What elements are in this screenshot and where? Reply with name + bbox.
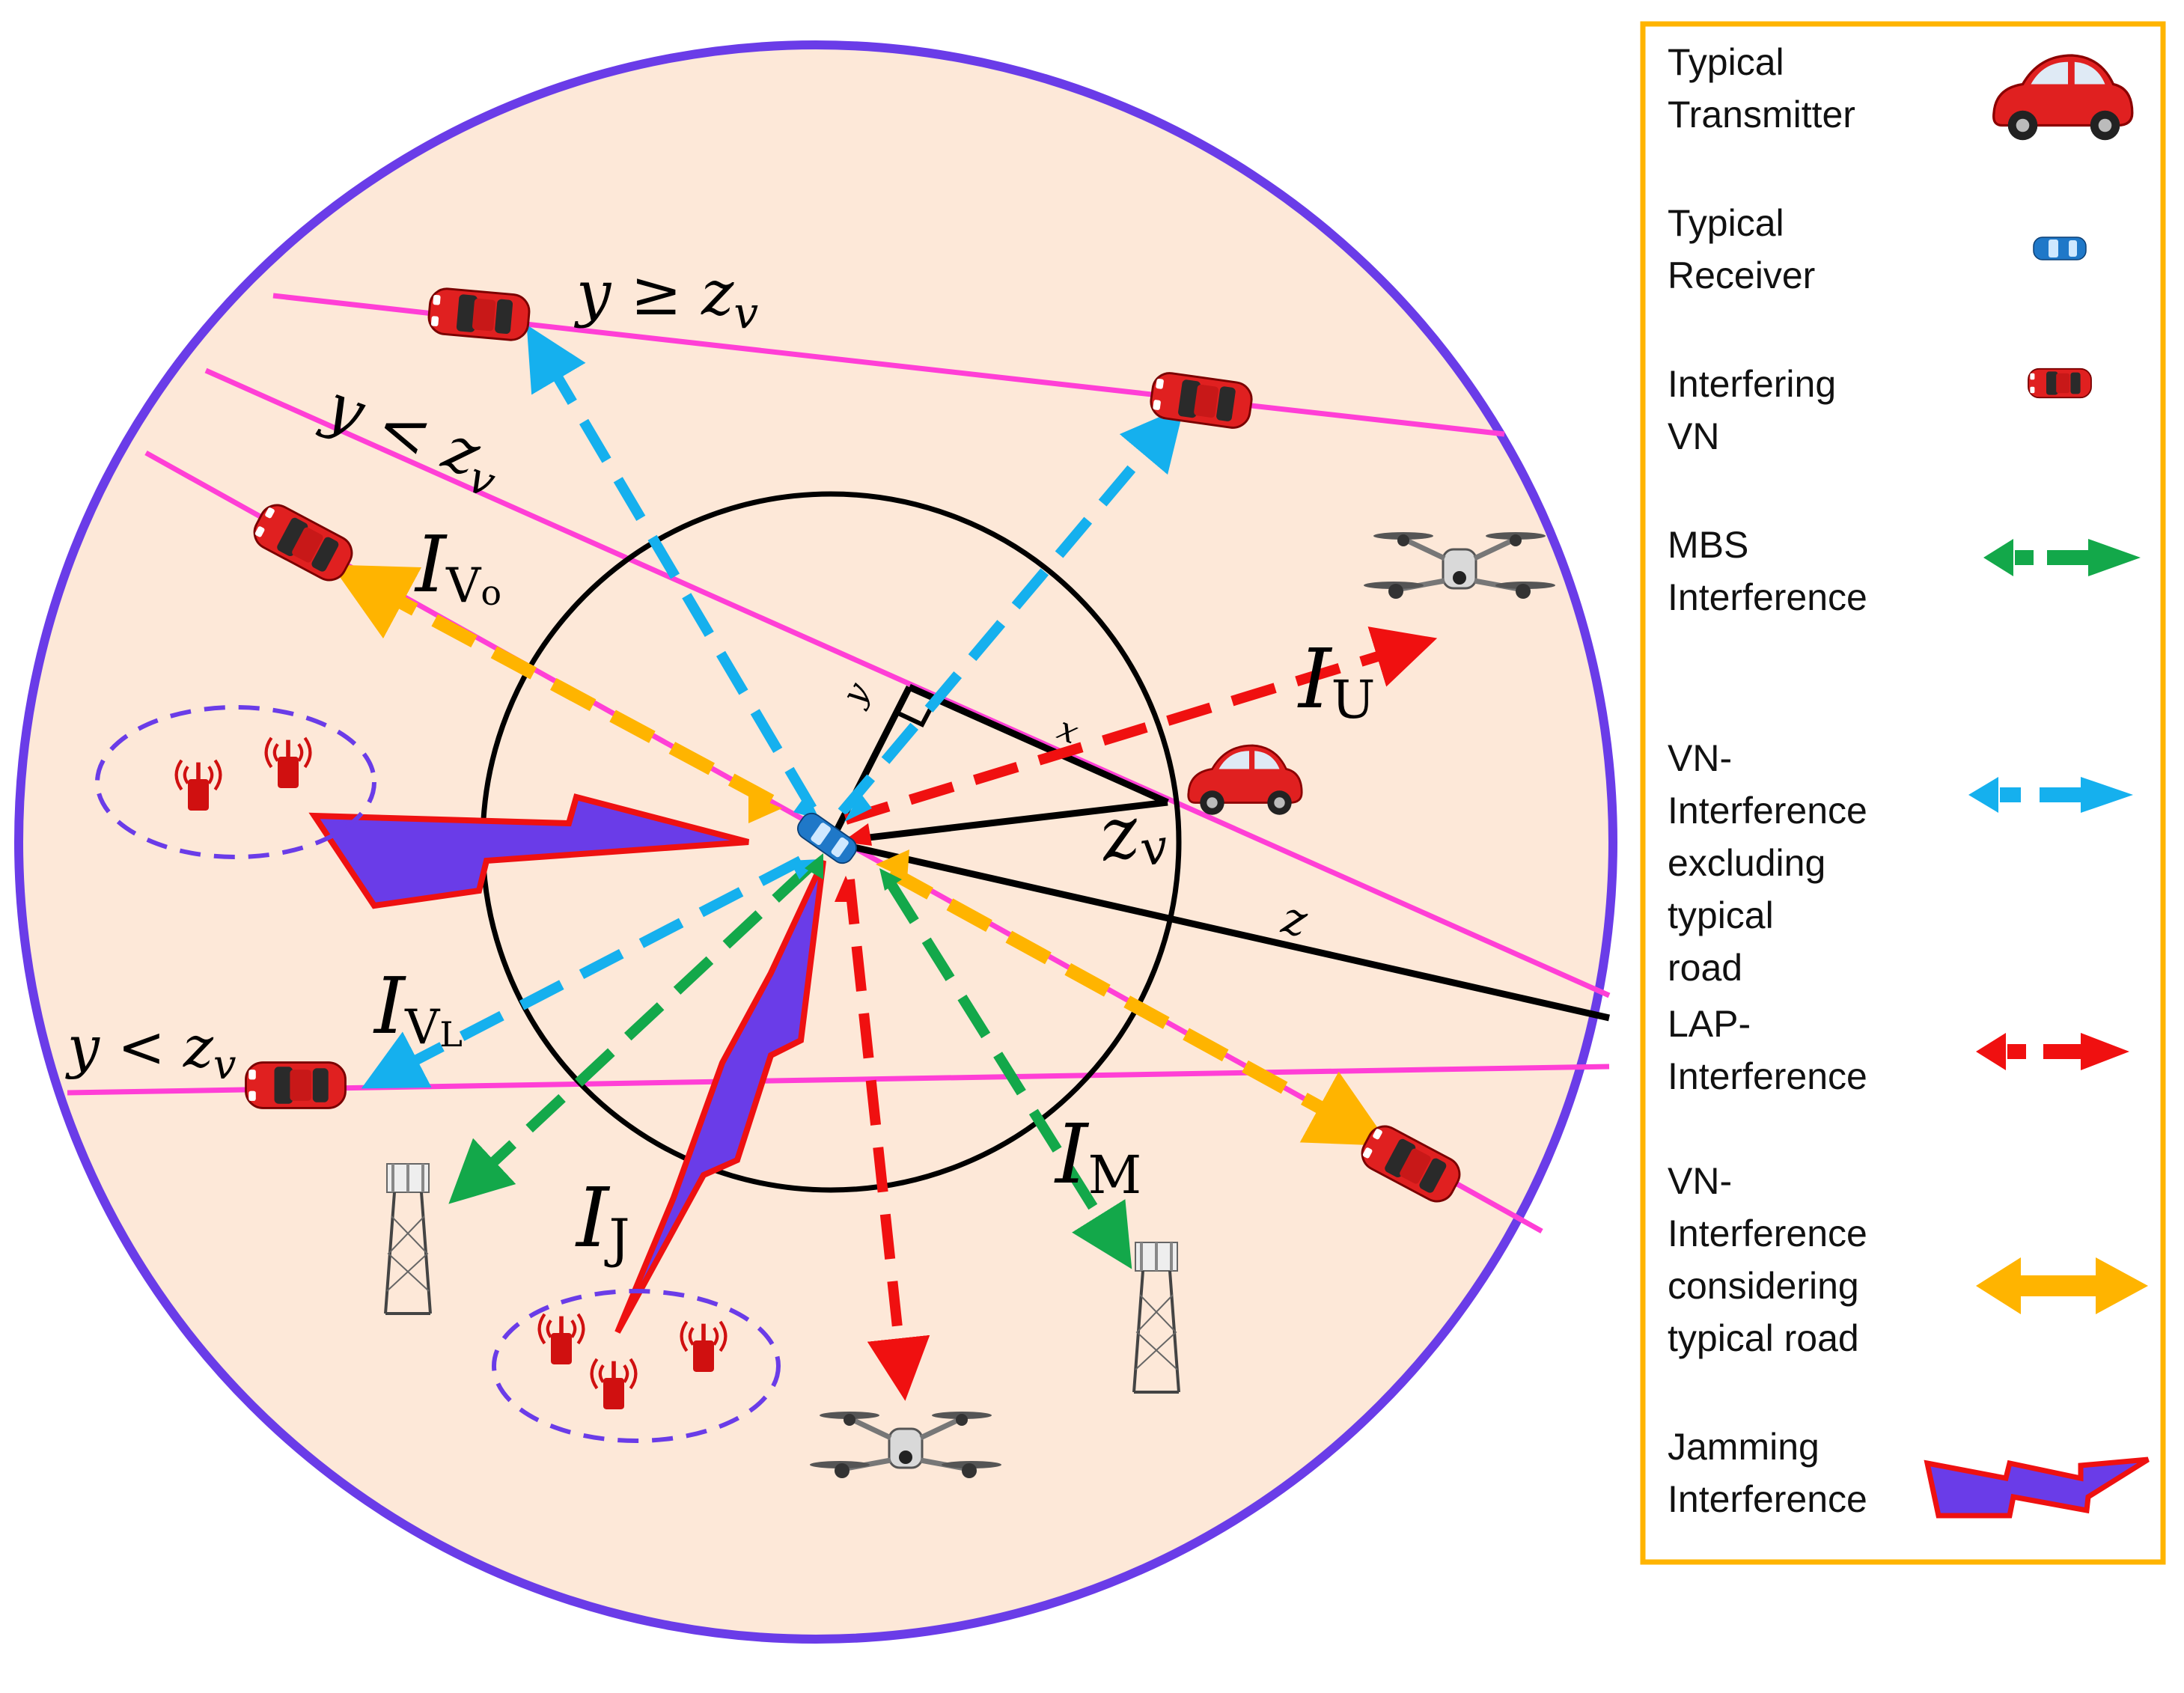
- geometry-lines: [827, 683, 1610, 1022]
- label-i-m: IM: [1054, 1106, 1141, 1206]
- svg-text:VN-: VN-: [1668, 1160, 1732, 1202]
- svg-text:considering: considering: [1668, 1265, 1859, 1307]
- svg-text:excluding: excluding: [1668, 842, 1825, 884]
- yellow-arrow-left: [331, 564, 775, 807]
- label-i-u: IU: [1297, 631, 1375, 730]
- svg-text:Typical: Typical: [1668, 202, 1784, 244]
- svg-text:LAP-: LAP-: [1668, 1003, 1751, 1045]
- svg-text:Typical: Typical: [1668, 41, 1784, 83]
- green-arrow-left: [448, 864, 812, 1204]
- green-arrow-right: [886, 880, 1132, 1269]
- legend-item-lap-interference: LAP- Interference: [1668, 1003, 2129, 1097]
- label-i-vo: IVo: [414, 519, 501, 614]
- svg-text:typical road: typical road: [1668, 1317, 1859, 1359]
- jammer-cluster-bottom: [492, 1289, 781, 1443]
- jammer-cluster-left: [95, 705, 376, 859]
- svg-text:Interference: Interference: [1668, 576, 1867, 618]
- jamming-bolt-icon: [1924, 1456, 2150, 1519]
- interfering-vn-top-left: [426, 286, 532, 343]
- blue-arrow-bottom-left: [361, 855, 804, 1089]
- legend-item-typical-receiver: Typical Receiver: [1668, 202, 2087, 296]
- legend-item-mbs-interference: MBS Interference: [1668, 524, 2141, 618]
- label-i-vl: IVL: [373, 960, 463, 1055]
- svg-text:Interference: Interference: [1668, 1478, 1867, 1520]
- yellow-double-arrow-icon: [1976, 1257, 2148, 1314]
- svg-text:Interference: Interference: [1668, 790, 1867, 832]
- svg-text:VN: VN: [1668, 415, 1719, 457]
- legend-item-vn-considering: VN- Interference considering typical roa…: [1668, 1160, 2148, 1359]
- legend-item-interfering-vn: Interfering VN: [1668, 363, 2092, 457]
- jamming-bolt-left: [308, 793, 750, 909]
- label-i-j: IJ: [575, 1170, 630, 1269]
- red-arrow-lower-drone: [844, 879, 930, 1401]
- svg-text:Receiver: Receiver: [1668, 254, 1815, 296]
- legend-item-typical-transmitter: Typical Transmitter: [1668, 41, 2134, 141]
- blue-arrow-top-left: [526, 324, 817, 811]
- svg-text:Jamming: Jamming: [1668, 1426, 1820, 1468]
- jamming-bolt-bottom: [614, 859, 826, 1334]
- interference-arrows: [331, 324, 1438, 1401]
- green-double-arrow-icon: [1983, 539, 2141, 576]
- svg-text:Interference: Interference: [1668, 1212, 1867, 1254]
- svg-text:Interference: Interference: [1668, 1055, 1867, 1097]
- math-labels: y ≥ zv y < zv y < zv IVo IVL IU IJ IM y …: [65, 258, 1375, 1269]
- svg-text:Transmitter: Transmitter: [1668, 94, 1855, 135]
- yellow-arrow-right: [887, 866, 1391, 1146]
- label-road-bottom: y < zv: [65, 1013, 237, 1088]
- red-arrow-upper-drone: [844, 626, 1438, 825]
- blue-arrow-top-right: [838, 406, 1185, 816]
- legend: Typical Transmitter Typical Receiver Int…: [1640, 21, 2166, 1565]
- receiver-arrowheads: [748, 793, 909, 902]
- svg-text:Interfering: Interfering: [1668, 363, 1836, 405]
- label-road-top: y ≥ zv: [573, 258, 758, 338]
- blue-car-icon: [2033, 237, 2087, 260]
- svg-text:MBS: MBS: [1668, 524, 1748, 566]
- red-double-arrow-icon: [1976, 1033, 2129, 1070]
- blue-double-arrow-icon: [1968, 777, 2133, 813]
- jamming-bolts: [308, 793, 826, 1334]
- svg-text:VN-: VN-: [1668, 737, 1732, 779]
- red-car-top-icon: [2028, 367, 2092, 399]
- interfering-vn-bottom-left: [245, 1061, 347, 1109]
- svg-text:road: road: [1668, 947, 1742, 989]
- legend-item-vn-excluding: VN- Interference excluding typical road: [1668, 737, 2133, 989]
- legend-item-jamming: Jamming Interference: [1668, 1426, 2150, 1520]
- road-second: [204, 367, 1611, 998]
- svg-text:typical: typical: [1668, 894, 1774, 936]
